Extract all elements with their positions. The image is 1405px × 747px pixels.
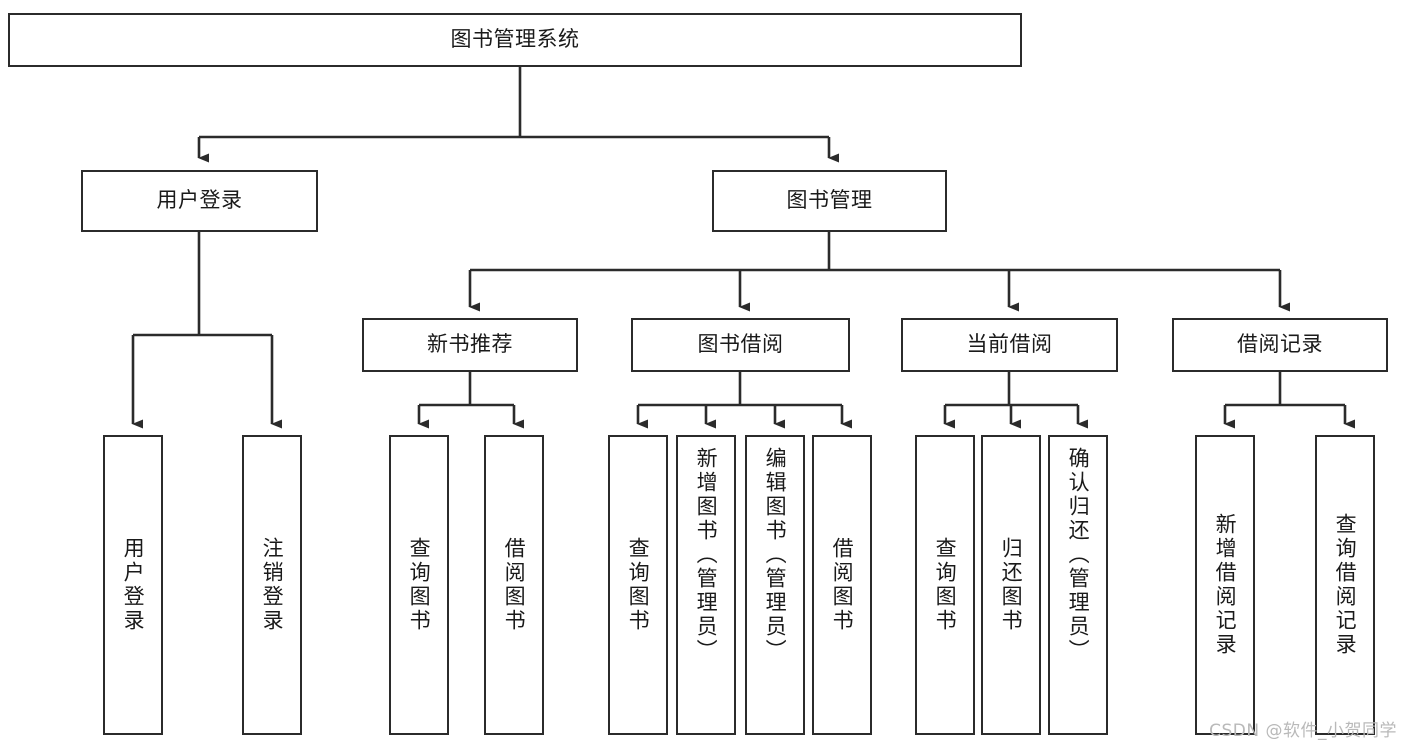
leaf-edit-book-admin[interactable]: 编辑图书（管理员） (745, 435, 805, 735)
leaf-borrow-books-recommend[interactable]: 借阅图书 (484, 435, 544, 735)
leaf-logout[interactable]: 注销登录 (242, 435, 302, 735)
node-user-login-label: 用户登录 (156, 188, 243, 213)
leaf-add-borrow-record-label: 新增借阅记录 (1213, 513, 1238, 657)
leaf-confirm-return-admin[interactable]: 确认归还（管理员） (1048, 435, 1108, 735)
leaf-user-login[interactable]: 用户登录 (103, 435, 163, 735)
leaf-return-books[interactable]: 归还图书 (981, 435, 1041, 735)
node-current-borrow[interactable]: 当前借阅 (901, 318, 1118, 372)
leaf-logout-label: 注销登录 (260, 537, 285, 633)
node-new-book-recommend-label: 新书推荐 (427, 332, 513, 357)
leaf-query-books-current[interactable]: 查询图书 (915, 435, 975, 735)
leaf-edit-book-admin-label: 编辑图书（管理员） (763, 447, 788, 663)
node-book-borrow-label: 图书借阅 (697, 332, 784, 357)
leaf-query-borrow-record[interactable]: 查询借阅记录 (1315, 435, 1375, 735)
node-book-borrow[interactable]: 图书借阅 (631, 318, 850, 372)
leaf-query-borrow-record-label: 查询借阅记录 (1333, 513, 1358, 657)
node-root-system[interactable]: 图书管理系统 (8, 13, 1022, 67)
leaf-add-borrow-record[interactable]: 新增借阅记录 (1195, 435, 1255, 735)
leaf-borrow-books[interactable]: 借阅图书 (812, 435, 872, 735)
leaf-query-books-recommend[interactable]: 查询图书 (389, 435, 449, 735)
leaf-add-book-admin-label: 新增图书（管理员） (694, 447, 719, 663)
leaf-query-books-borrow-label: 查询图书 (626, 537, 651, 633)
node-user-login[interactable]: 用户登录 (81, 170, 318, 232)
leaf-user-login-label: 用户登录 (121, 537, 146, 633)
leaf-borrow-books-recommend-label: 借阅图书 (502, 537, 527, 633)
node-current-borrow-label: 当前借阅 (966, 332, 1053, 357)
leaf-confirm-return-admin-label: 确认归还（管理员） (1066, 447, 1091, 663)
leaf-query-books-borrow[interactable]: 查询图书 (608, 435, 668, 735)
leaf-borrow-books-label: 借阅图书 (830, 537, 855, 633)
leaf-query-books-current-label: 查询图书 (933, 537, 958, 633)
leaf-add-book-admin[interactable]: 新增图书（管理员） (676, 435, 736, 735)
node-book-management[interactable]: 图书管理 (712, 170, 947, 232)
node-book-management-label: 图书管理 (786, 188, 873, 213)
node-root-system-label: 图书管理系统 (450, 27, 580, 52)
leaf-return-books-label: 归还图书 (999, 537, 1024, 633)
node-borrow-records[interactable]: 借阅记录 (1172, 318, 1388, 372)
node-borrow-records-label: 借阅记录 (1237, 332, 1323, 357)
node-new-book-recommend[interactable]: 新书推荐 (362, 318, 578, 372)
leaf-query-books-recommend-label: 查询图书 (407, 537, 432, 633)
